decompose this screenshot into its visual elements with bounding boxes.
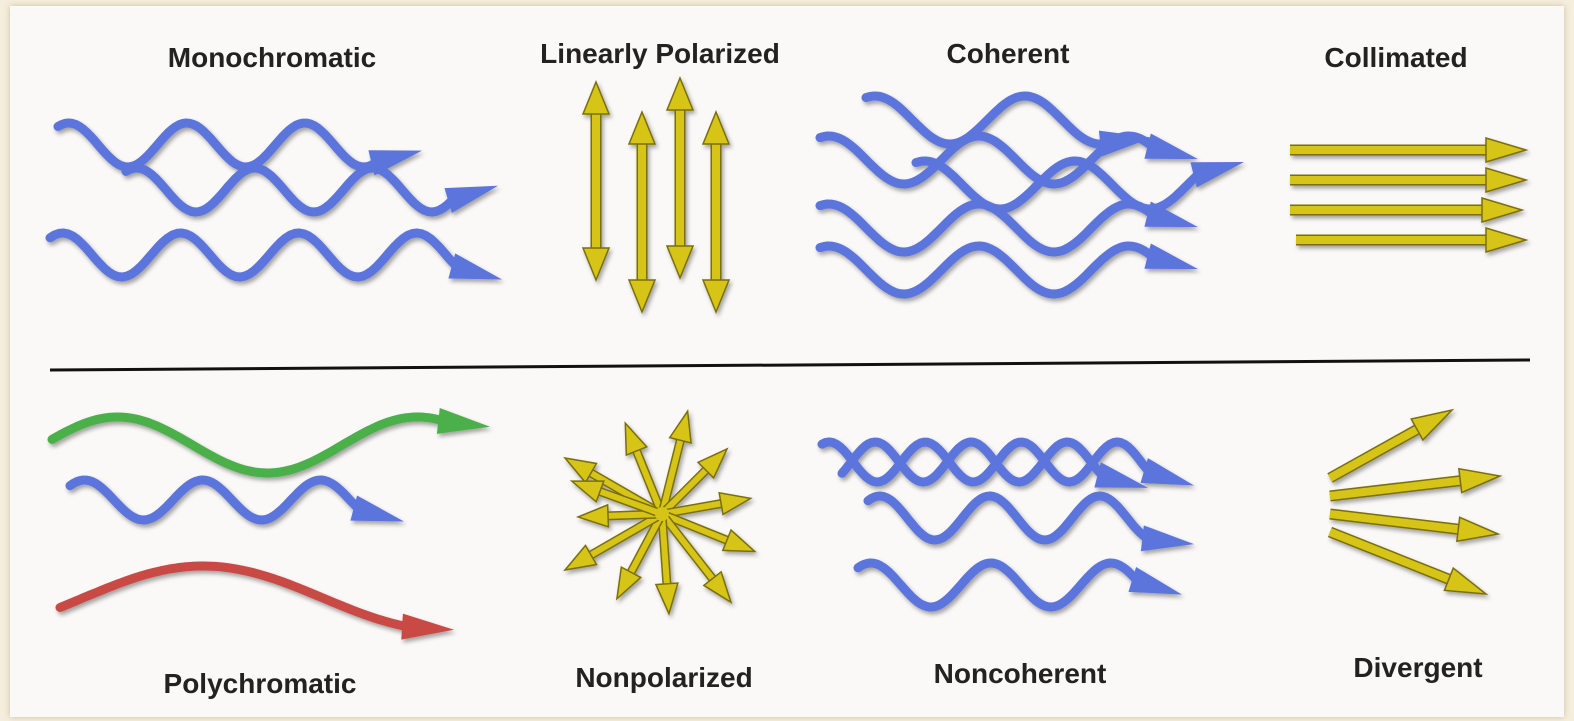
nonpol-arrow-1-head — [565, 458, 596, 483]
noncoh-wave-1-arrowhead — [1140, 458, 1194, 485]
divergent-panel — [1330, 410, 1500, 594]
noncoh-wave-4-arrowhead — [1128, 567, 1182, 595]
linpol-arrow-1-head — [583, 248, 609, 280]
linpol-arrow-2-tail-head — [629, 112, 655, 144]
poly-wave-green-arrowhead — [437, 408, 490, 434]
coh-wave-5-arrowhead — [1144, 244, 1198, 270]
coh-wave-2-arrowhead — [1144, 134, 1198, 160]
poly-wave-red — [60, 566, 410, 627]
nonpol-arrow-12-head — [572, 481, 604, 502]
nonpol-arrow-10-head — [565, 545, 596, 570]
divider-line — [50, 360, 1530, 370]
nonpol-arrow-11-head — [578, 505, 608, 527]
coherent-panel — [820, 96, 1244, 294]
coh-wave-5 — [820, 246, 1154, 294]
linpol-arrow-3-tail-head — [667, 78, 693, 110]
mono-wave-1 — [58, 123, 378, 167]
divergent-arrow-2-head — [1459, 469, 1500, 493]
label-nonpolarized: Nonpolarized — [575, 664, 752, 692]
nonpol-arrow-3-head — [670, 411, 691, 443]
linpol-arrow-4-tail-head — [703, 112, 729, 144]
noncoh-wave-3 — [868, 496, 1150, 540]
linpol-arrow-4-head — [703, 280, 729, 312]
poly-wave-blue — [70, 480, 360, 520]
label-monochromatic: Monochromatic — [168, 44, 376, 72]
poly-wave-blue-arrowhead — [350, 496, 404, 522]
nonpol-arrow-9-head — [617, 567, 641, 599]
mono-wave-3 — [50, 233, 458, 277]
noncoherent-panel — [822, 442, 1194, 607]
label-linearly-polarized: Linearly Polarized — [540, 40, 780, 68]
noncoh-wave-2 — [842, 442, 1104, 482]
mono-wave-2-arrowhead — [444, 186, 498, 213]
nonpol-arrow-2-head — [625, 423, 646, 455]
mono-wave-2 — [126, 168, 454, 212]
mono-wave-3-arrowhead — [448, 253, 502, 279]
collimated-panel — [1290, 138, 1526, 252]
monochromatic-panel — [50, 123, 502, 280]
nonpolarized-panel — [565, 411, 755, 614]
label-noncoherent: Noncoherent — [934, 660, 1107, 688]
label-divergent: Divergent — [1353, 654, 1482, 682]
poly-wave-red-arrowhead — [401, 614, 454, 640]
collimated-arrow-1-head — [1486, 138, 1526, 162]
nonpol-arrow-6-head — [723, 530, 755, 551]
noncoh-wave-4 — [858, 563, 1138, 607]
linpol-arrow-3-head — [667, 246, 693, 278]
collimated-arrow-2-head — [1486, 168, 1526, 192]
label-polychromatic: Polychromatic — [164, 670, 357, 698]
polychromatic-panel — [52, 408, 490, 640]
coh-wave-3-arrowhead — [1190, 162, 1244, 187]
linearly-polarized-panel — [583, 78, 729, 312]
noncoh-wave-3-arrowhead — [1141, 525, 1194, 551]
nonpol-arrow-8-head — [656, 583, 678, 614]
divergent-arrow-4-shaft — [1330, 532, 1449, 579]
poly-wave-green — [52, 417, 446, 473]
label-collimated: Collimated — [1324, 44, 1467, 72]
divergent-arrow-3-head — [1457, 517, 1498, 541]
divergent-arrow-4-head — [1444, 568, 1486, 594]
label-coherent: Coherent — [947, 40, 1070, 68]
linpol-arrow-1-tail-head — [583, 82, 609, 114]
linpol-arrow-2-head — [629, 280, 655, 312]
nonpol-center — [655, 507, 669, 521]
divergent-arrow-1-shaft — [1330, 429, 1417, 478]
nonpol-arrow-5-head — [719, 493, 750, 515]
collimated-arrow-4-head — [1486, 228, 1526, 252]
collimated-arrow-3-head — [1482, 198, 1522, 222]
